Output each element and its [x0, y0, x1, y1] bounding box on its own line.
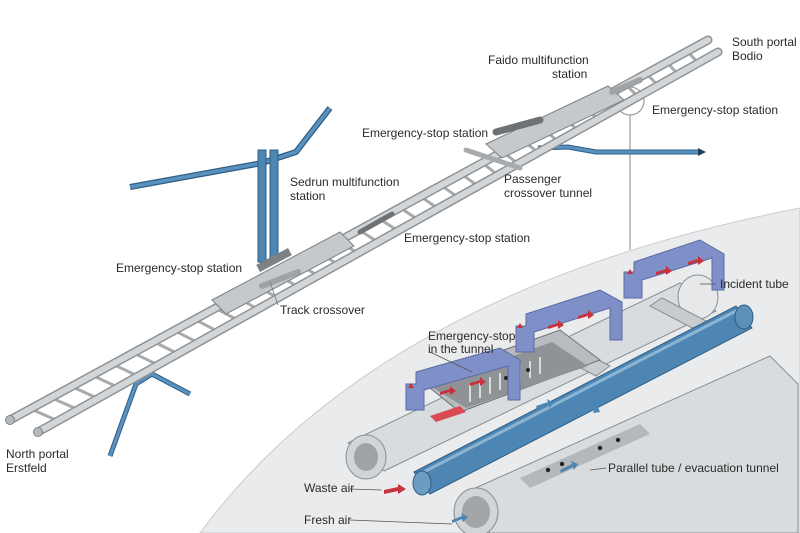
north-access-shaft: [107, 371, 192, 457]
north-portal-end-west: [33, 427, 43, 437]
fresh-air-arrow: [452, 513, 468, 523]
ventilation-ducts: [405, 239, 725, 411]
track-crossover: [259, 269, 301, 289]
north-portal-end-east: [5, 415, 15, 425]
label-incident-tube: Incident tube: [720, 277, 789, 291]
flow-arrow-crosspassage: [586, 404, 600, 413]
inset-detail: [199, 86, 800, 533]
flow-arrow-incident: [536, 399, 554, 409]
label-north-portal: North portal Erstfeld: [6, 447, 72, 475]
duct-air-arrows: [408, 256, 704, 396]
track-crossover-leader: [269, 281, 279, 306]
label-passenger-crossover: Passenger crossover tunnel: [504, 172, 592, 200]
label-ess-middle: Emergency-stop station: [404, 231, 530, 245]
label-ess-top-center: Emergency-stop station: [362, 126, 488, 140]
label-ess-left: Emergency-stop station: [116, 261, 242, 275]
label-ess-top-right: Emergency-stop station: [652, 103, 778, 117]
label-parallel-tube: Parallel tube / evacuation tunnel: [608, 461, 779, 475]
incident-tube-pipe: [412, 304, 754, 496]
label-faido-station: Faido multifunction station: [488, 53, 592, 81]
faido-station: [463, 77, 643, 171]
parallel-tube: [453, 355, 799, 533]
label-fresh-air: Fresh air: [304, 513, 351, 527]
sedrun-station: [211, 211, 395, 315]
label-south-portal: South portal Bodio: [732, 35, 800, 63]
tunnel-tube-west: [33, 47, 723, 437]
label-track-crossover: Track crossover: [280, 303, 365, 317]
waste-air-arrow: [384, 484, 406, 494]
label-ess-in-tunnel: Emergency-stop in the tunnel: [428, 329, 519, 356]
label-sedrun-station: Sedrun multifunction station: [290, 175, 403, 203]
faido-shaft: [537, 144, 706, 156]
label-waste-air: Waste air: [304, 481, 354, 495]
